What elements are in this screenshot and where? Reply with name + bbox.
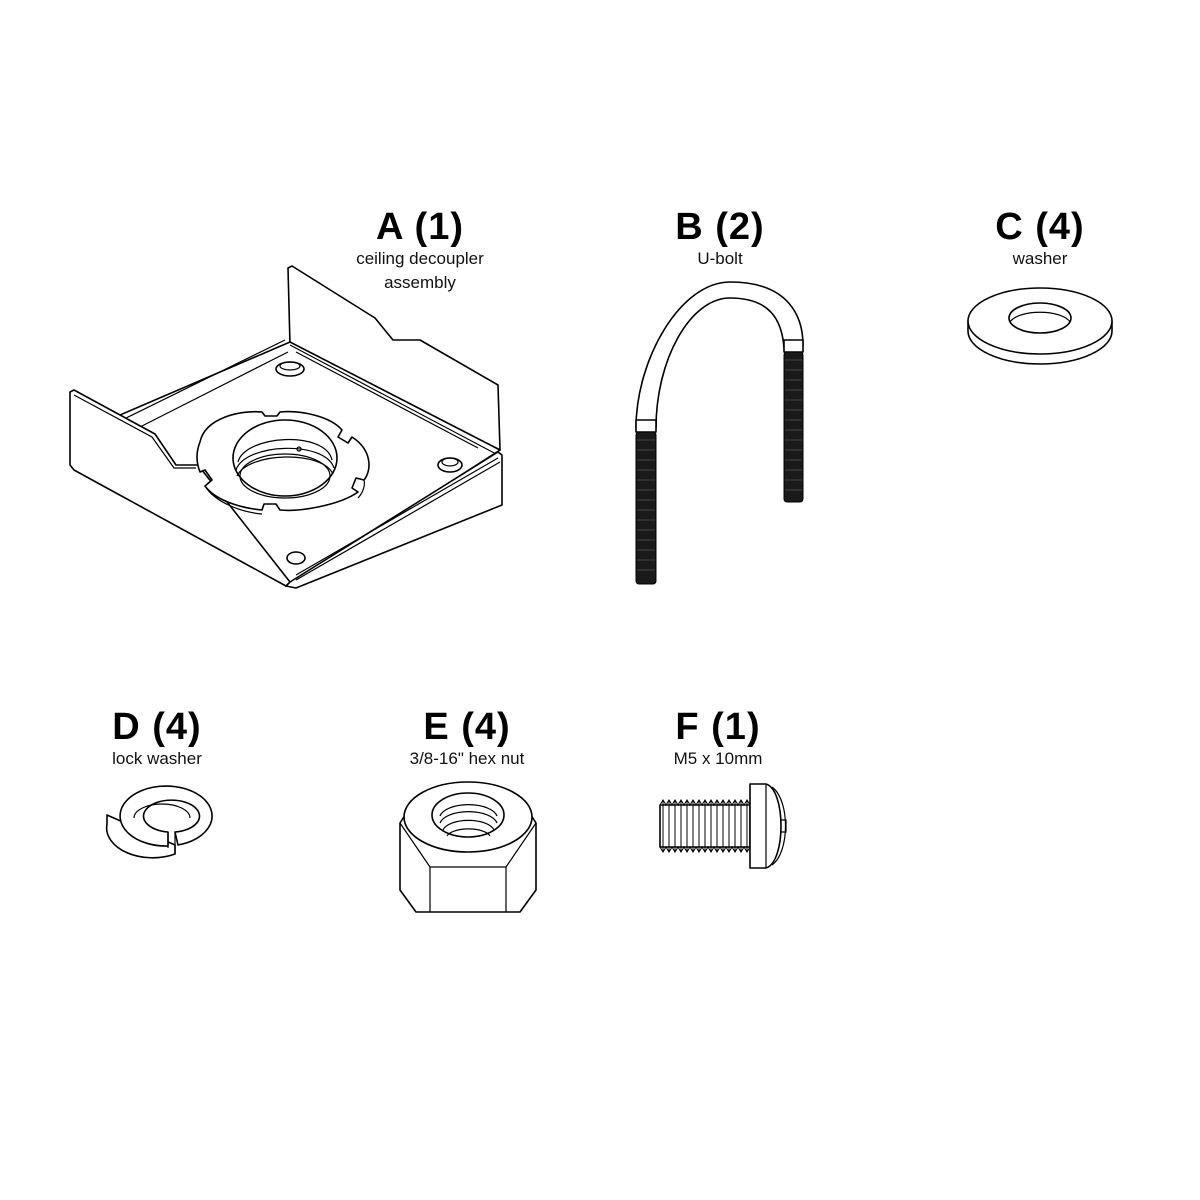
part-c-title: C (4) <box>995 206 1085 248</box>
part-b-label: B (2) U-bolt <box>675 207 764 271</box>
part-a-description-line-1: ceiling decoupler <box>356 249 484 268</box>
part-f-label: F (1) M5 x 10mm <box>674 707 763 771</box>
part-b-title: B (2) <box>675 206 765 248</box>
part-d-description: lock washer <box>112 749 202 768</box>
part-e-label: E (4) 3/8-16" hex nut <box>410 707 525 771</box>
part-f-title: F (1) <box>675 706 761 748</box>
part-e-description: 3/8-16" hex nut <box>409 749 525 768</box>
part-c-description: washer <box>1012 249 1068 268</box>
part-b-description: U-bolt <box>697 249 743 268</box>
part-d-label: D (4) lock washer <box>112 707 202 771</box>
part-c-label: C (4) washer <box>995 207 1084 271</box>
part-a-description-line-2: assembly <box>384 273 456 292</box>
part-e-title: E (4) <box>423 706 511 748</box>
part-a-title: A (1) <box>375 206 465 248</box>
part-d-title: D (4) <box>112 706 202 748</box>
part-f-description: M5 x 10mm <box>673 749 763 768</box>
part-a-label: A (1) ceiling decoupler assembly <box>356 207 484 295</box>
